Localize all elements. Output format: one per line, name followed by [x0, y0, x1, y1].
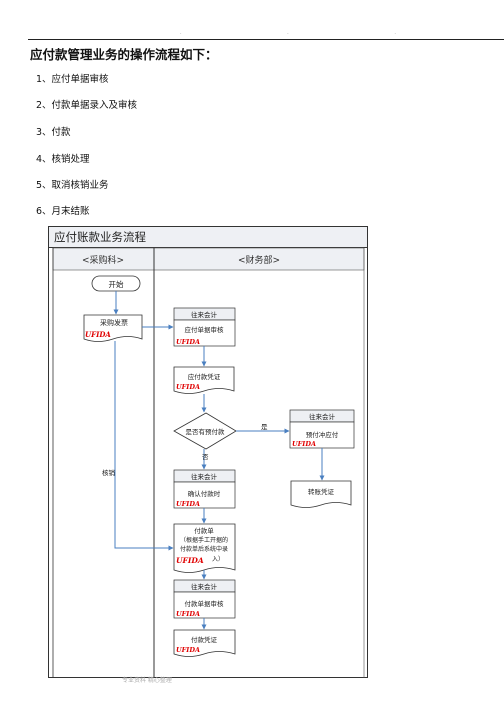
brand-logo: UFIDA — [292, 440, 316, 448]
arrow-writeoff — [114, 341, 174, 551]
brand-logo: UFIDA — [176, 646, 200, 654]
clerk-label-2: 往来会计 — [191, 472, 218, 481]
yes-label: 是 — [261, 423, 268, 431]
flowchart: 应付账款业务流程 <采购科> <财务部> 开始 采购发票 UFIDA 往来会计 … — [48, 226, 368, 678]
writeoff-label: 核销 — [102, 468, 116, 477]
step-4: 4、核销处理 — [36, 154, 90, 165]
confirm-payment-node — [173, 481, 236, 509]
document-title: 应付款管理业务的操作流程如下： — [30, 47, 218, 62]
payment-slip-node — [173, 523, 236, 573]
flowchart-title-bar — [48, 226, 368, 248]
clerk-label-1: 往来会计 — [191, 310, 218, 319]
payment-slip-line-4: 入） — [212, 556, 224, 563]
step-1: 1、应付单据审核 — [36, 74, 109, 85]
brand-logo: UFIDA — [176, 556, 204, 565]
purchase-invoice-node — [83, 314, 143, 342]
payable-voucher-node — [173, 366, 235, 394]
review-payable-label: 应付单据审核 — [185, 325, 225, 334]
step-2: 2、付款单据录入及审核 — [36, 100, 138, 111]
decision-label: 是否有预付款 — [186, 427, 226, 436]
flowchart-title: 应付账款业务流程 — [54, 230, 146, 244]
brand-logo: UFIDA — [85, 330, 111, 339]
no-label: 否 — [202, 453, 209, 461]
brand-logo: UFIDA — [176, 500, 200, 508]
lane-finance: <财务部> — [238, 254, 280, 266]
prepay-offset-node — [289, 421, 355, 449]
transfer-voucher-label: 转账凭证 — [308, 487, 335, 496]
clerk-label-3: 往来会计 — [191, 582, 218, 591]
payment-voucher-node — [173, 629, 236, 657]
header-rule — [28, 39, 504, 40]
transfer-voucher-node — [290, 480, 352, 508]
header-dots: . . . — [180, 30, 448, 36]
step-5: 5、取消核销业务 — [36, 180, 109, 191]
payable-voucher-label: 应付款凭证 — [188, 372, 221, 381]
brand-logo: UFIDA — [176, 610, 200, 618]
step-6: 6、月末结账 — [36, 206, 90, 217]
footer-note: 专业资料 精心整理 — [122, 677, 172, 684]
clerk-label-4: 往来会计 — [309, 412, 336, 421]
start-label: 开始 — [109, 279, 124, 289]
payment-slip-line-2: （根据手工开据的 — [180, 536, 228, 544]
brand-logo: UFIDA — [176, 338, 200, 346]
lane-purchasing: <采购科> — [82, 254, 124, 266]
payment-slip-line-3: 付款单后系统中录 — [180, 545, 228, 553]
prepay-offset-label: 预付冲应付 — [306, 430, 339, 439]
decision-node — [173, 412, 237, 450]
brand-logo: UFIDA — [176, 383, 200, 391]
purchase-invoice-label: 采购发票 — [100, 318, 128, 327]
payment-slip-line-1: 付款单 — [194, 526, 214, 535]
payment-voucher-label: 付款凭证 — [191, 635, 218, 644]
confirm-payment-label: 确认付款时 — [188, 489, 221, 498]
step-3: 3、付款 — [36, 127, 71, 138]
review-payment-node — [173, 591, 236, 619]
review-payment-label: 付款单据审核 — [185, 599, 225, 608]
